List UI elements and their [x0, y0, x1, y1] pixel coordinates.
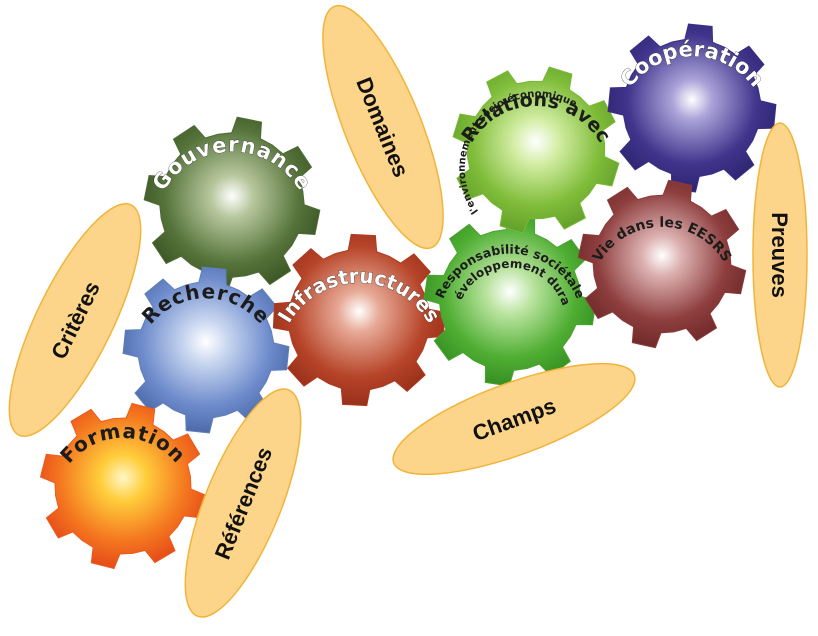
pill-preuves-shape	[752, 122, 808, 388]
gear-cooperation	[607, 23, 777, 193]
pill-domaines: Domaines	[322, 4, 444, 250]
gear-relations	[452, 66, 620, 234]
gear-responsabilite	[423, 213, 597, 387]
pill-champs-shape	[392, 362, 636, 476]
pill-criteres: Critères	[8, 203, 142, 437]
gear-gouvernance	[143, 116, 321, 294]
pill-references-shape	[184, 388, 302, 618]
pill-preuves: Preuves	[752, 122, 808, 388]
pill-references: Références	[184, 388, 302, 618]
gear-vie	[577, 179, 747, 349]
pill-champs: Champs	[392, 362, 636, 476]
pill-domaines-shape	[322, 4, 444, 250]
gears-layer	[39, 23, 777, 570]
pill-criteres-shape	[8, 203, 142, 437]
gear-formation	[39, 402, 207, 570]
pill-preuves-label: Preuves	[767, 212, 792, 298]
gear-infrastructures	[272, 233, 446, 407]
